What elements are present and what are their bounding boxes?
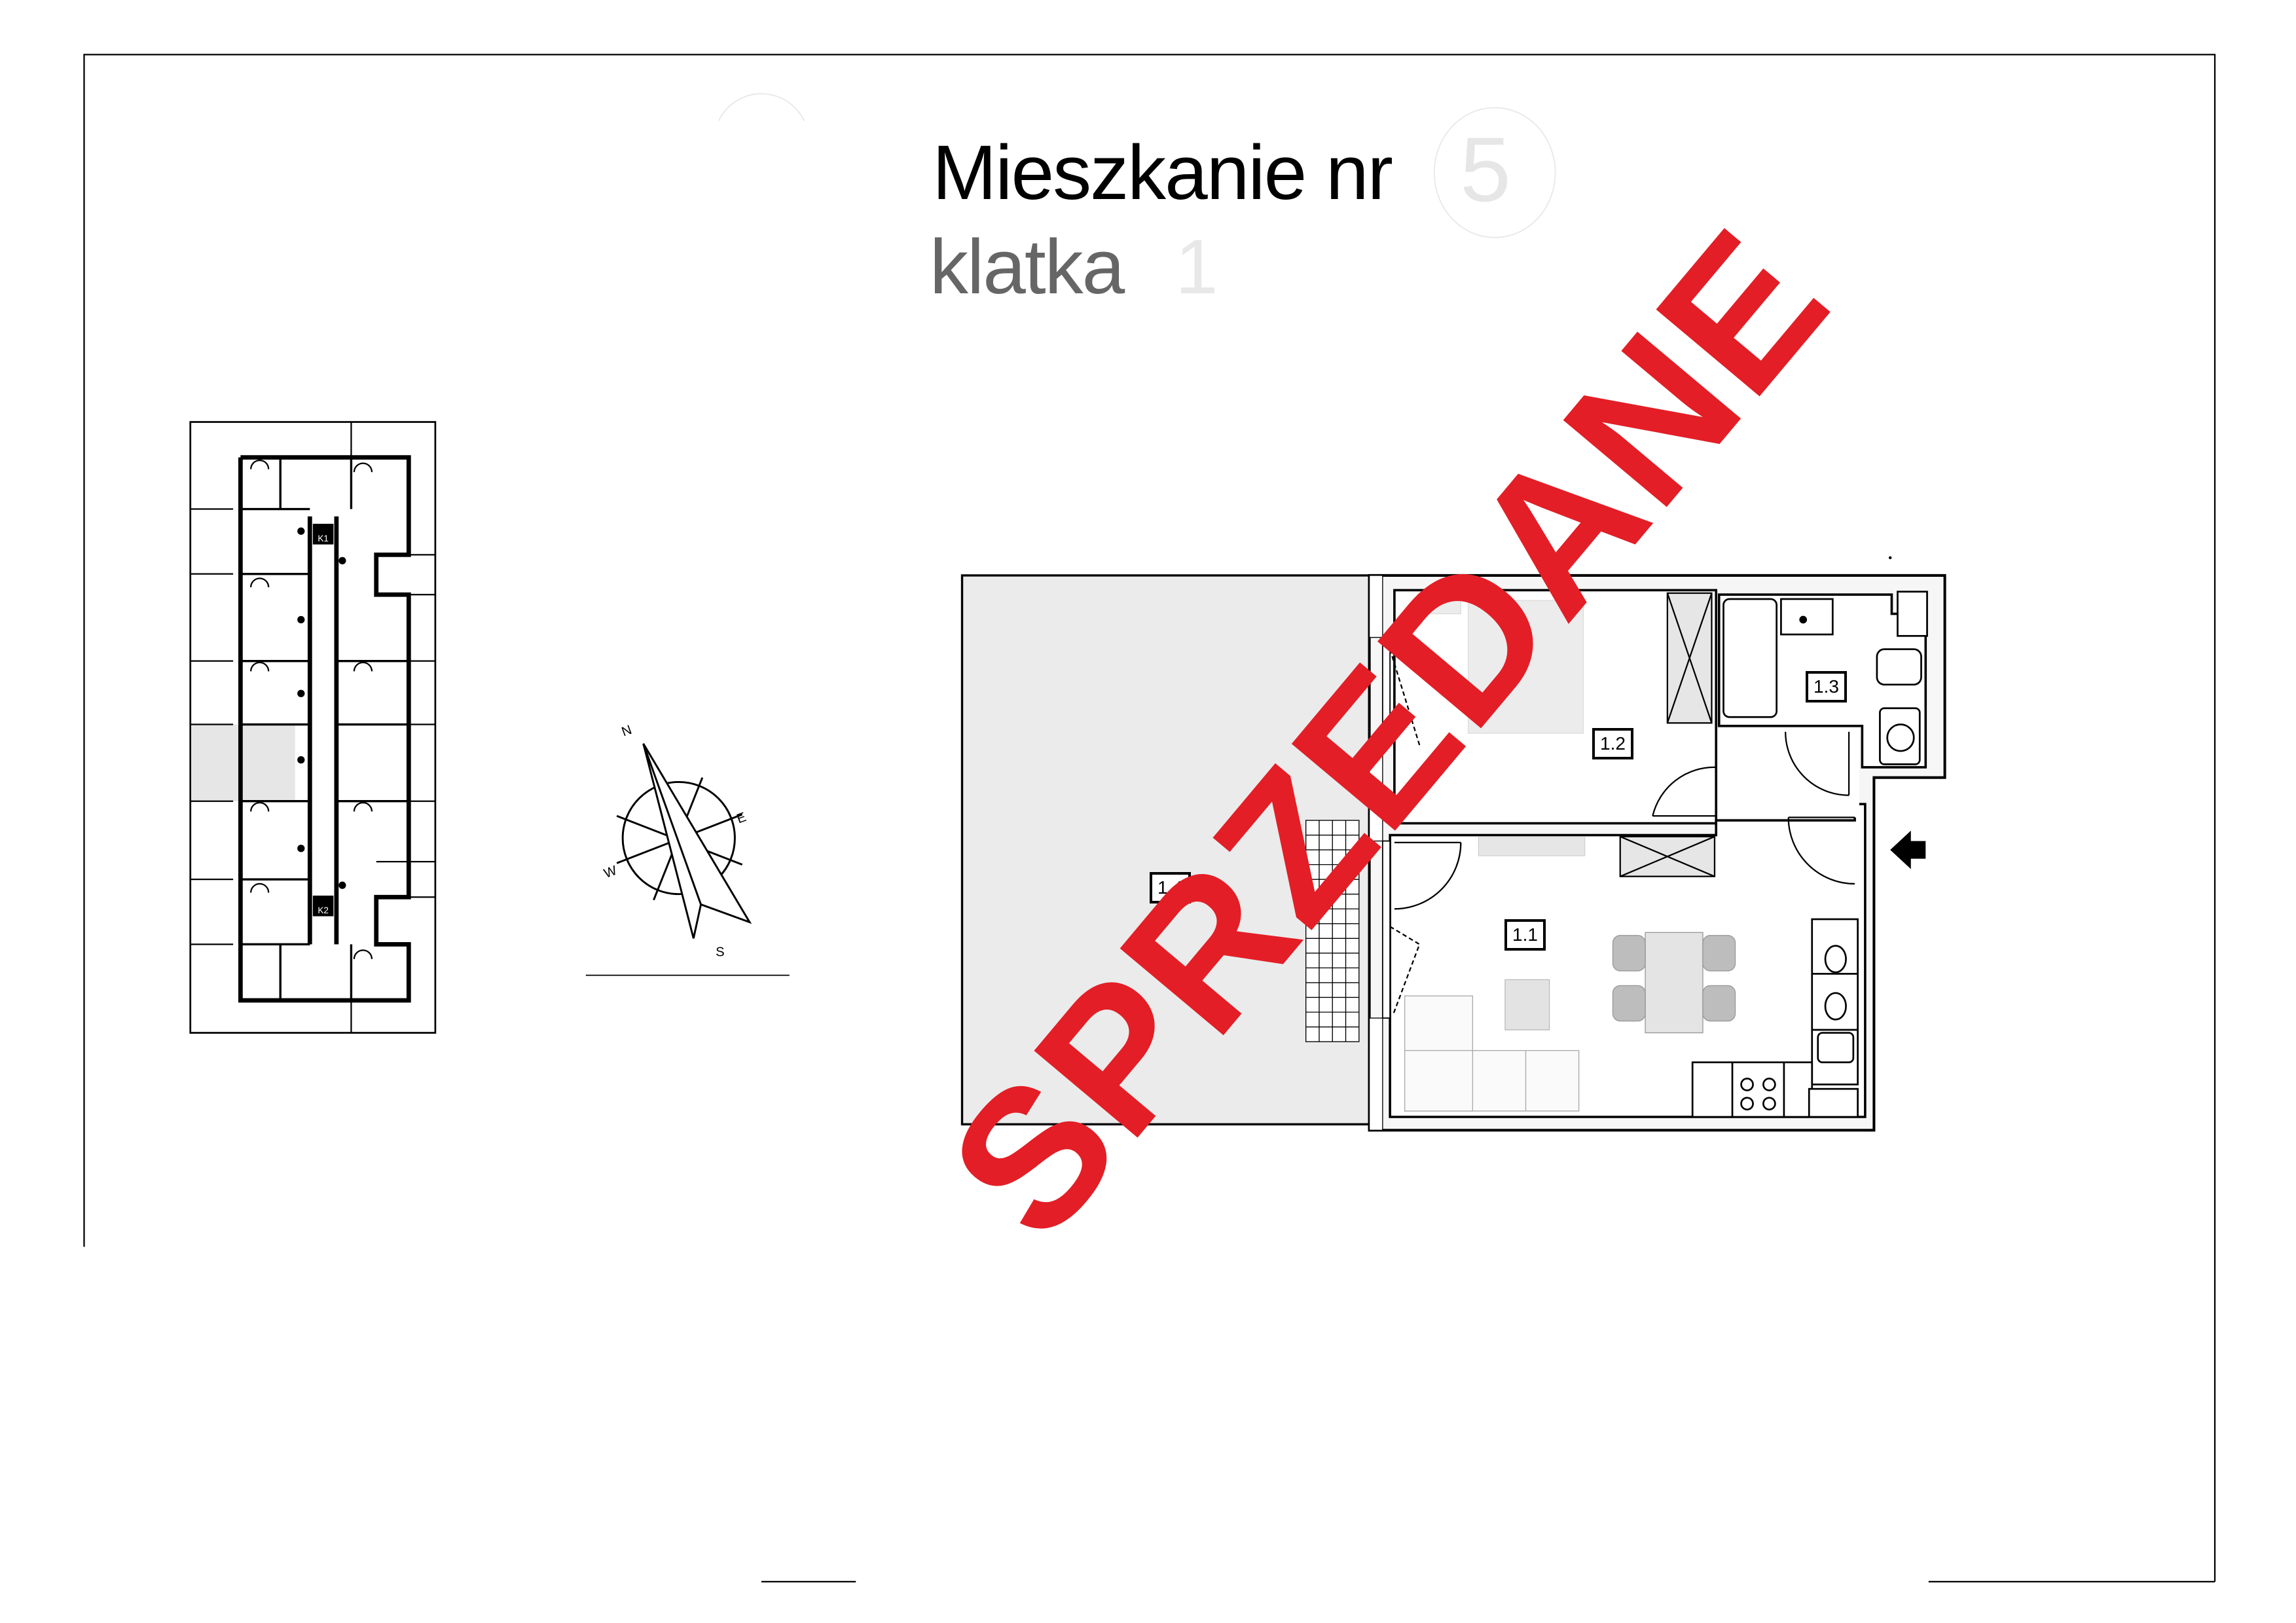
page-title: Mieszkanie nr (932, 130, 1393, 216)
key-plan: K1 K2 (189, 421, 437, 1034)
kitchen (1691, 918, 1859, 1118)
compass-rose (585, 743, 790, 976)
dining-set (1612, 932, 1736, 1034)
coffee-table (1504, 979, 1550, 1030)
bed (1428, 593, 1584, 734)
room-label-1-4: 1.4 (1150, 872, 1191, 903)
paving (1305, 820, 1360, 1042)
compass-west: W (602, 863, 619, 881)
sheet-frame (83, 54, 2216, 1583)
compass-south: S (716, 945, 725, 959)
stair-marker-k2: K2 (318, 905, 329, 915)
staircase-label: klatka (930, 224, 1125, 310)
entrance-arrow-icon (1890, 830, 1926, 869)
terrace-1-4 (960, 574, 1371, 1125)
stair-marker-k1: K1 (318, 534, 329, 543)
room-label-1-3: 1.3 (1806, 671, 1847, 702)
highlighted-unit (192, 724, 295, 801)
compass-east: E (735, 810, 748, 826)
doors (1389, 649, 1855, 1015)
sofa (1404, 995, 1580, 1112)
title-decor (718, 93, 1556, 238)
floor-plan (960, 556, 1946, 1132)
apartment-number: 5 (1460, 118, 1511, 221)
room-label-1-1: 1.1 (1504, 919, 1546, 951)
wardrobe (1619, 592, 1716, 877)
bathroom-fixtures (1722, 591, 1928, 765)
compass-north: N (620, 723, 634, 740)
insulated-wall (1368, 575, 1383, 1131)
staircase-number: 1 (1175, 224, 1218, 310)
room-label-1-2: 1.2 (1592, 728, 1633, 759)
